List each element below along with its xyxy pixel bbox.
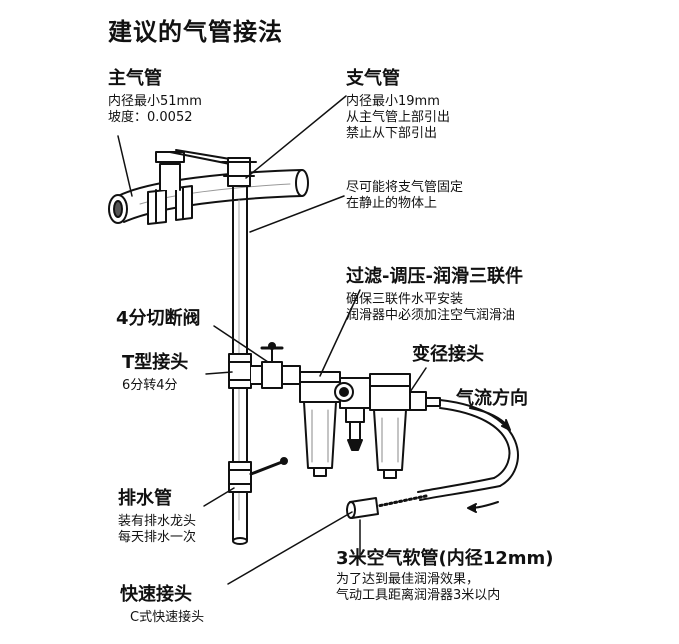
hose-note: 气动工具距离润滑器3米以内 xyxy=(336,588,501,603)
drain-pipe-note: 装有排水龙头 xyxy=(118,514,197,529)
main-pipe-coupling-left xyxy=(147,185,193,225)
frl-lubricator xyxy=(369,373,411,479)
quick-coupler-notes: C式快速接头 xyxy=(130,610,204,626)
main-pipe-note: 内径最小51mm xyxy=(108,94,202,109)
branch-pipe-note: 内径最小19mm xyxy=(346,94,440,109)
main-pipe-label: 主气管 xyxy=(108,68,162,89)
fixing-note: 在静止的物体上 xyxy=(346,196,438,211)
hose-label: 3米空气软管(内径12mm) xyxy=(336,548,554,569)
main-pipe-notes: 内径最小51mm 坡度：0.0052 xyxy=(108,94,202,126)
main-pipe xyxy=(108,169,309,224)
fixing-note: 尽可能将支气管固定 xyxy=(346,180,464,195)
t-joint-note: 6分转4分 xyxy=(122,378,178,393)
flow-arrow xyxy=(467,407,511,513)
air-hose xyxy=(376,399,519,508)
branch-pipe-note: 禁止从下部引出 xyxy=(346,126,438,141)
frl-unit-notes: 确保三联件水平安装 润滑器中必须加注空气润滑油 xyxy=(346,292,515,324)
frl-filter xyxy=(299,371,341,477)
branch-pipe-notes: 内径最小19mm 从主气管上部引出 禁止从下部引出 xyxy=(346,94,450,142)
frl-regulator xyxy=(334,377,371,451)
leader-lines xyxy=(117,95,427,585)
branch-pipe-label: 支气管 xyxy=(346,68,400,89)
shutoff-valve xyxy=(260,342,284,389)
t-joint-notes: 6分转4分 xyxy=(122,378,178,394)
quick-coupler-note: C式快速接头 xyxy=(130,610,205,625)
page-title: 建议的气管接法 xyxy=(108,18,283,46)
drain-pipe-label: 排水管 xyxy=(118,488,172,509)
quick-coupler-label: 快速接头 xyxy=(120,584,192,605)
branch-pipe-note: 从主气管上部引出 xyxy=(346,110,451,125)
drain-valve xyxy=(228,457,288,493)
airflow-label: 气流方向 xyxy=(456,388,528,409)
branch-riser xyxy=(155,149,257,191)
frl-unit-label: 过滤-调压-润滑三联件 xyxy=(346,266,523,287)
reducer-label: 变径接头 xyxy=(412,344,484,365)
drain-pipe-notes: 装有排水龙头 每天排水一次 xyxy=(118,514,196,546)
shutoff-valve-label: 4分切断阀 xyxy=(116,308,201,329)
frl-unit-note: 确保三联件水平安装 xyxy=(346,292,464,307)
fixing-notes: 尽可能将支气管固定 在静止的物体上 xyxy=(346,180,463,212)
hose-notes: 为了达到最佳润滑效果， 气动工具距离润滑器3米以内 xyxy=(336,572,500,604)
frl-unit-note: 润滑器中必须加注空气润滑油 xyxy=(346,308,516,323)
hose-note: 为了达到最佳润滑效果， xyxy=(336,572,480,587)
main-pipe-note: 坡度：0.0052 xyxy=(108,110,193,125)
reducer-fitting xyxy=(409,391,441,411)
t-joint-label: T型接头 xyxy=(122,352,189,373)
drain-pipe-note: 每天排水一次 xyxy=(118,530,197,545)
quick-coupler xyxy=(346,497,379,519)
